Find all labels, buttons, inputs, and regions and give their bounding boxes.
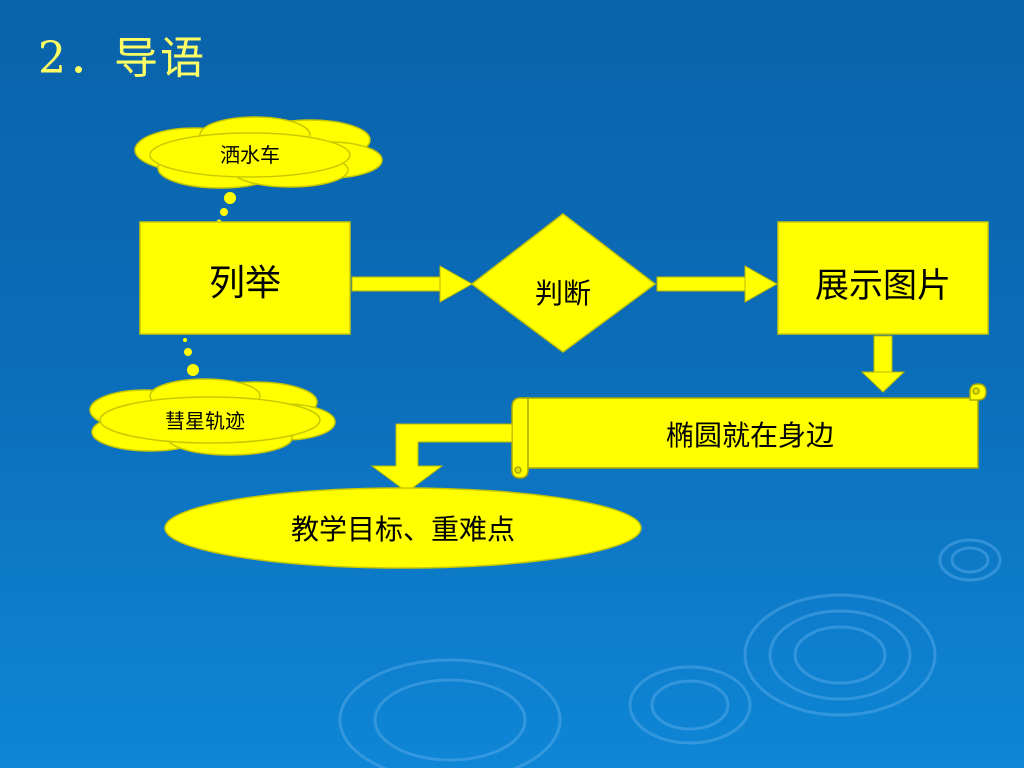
slide-title: 2．导语	[38, 33, 206, 84]
arrow-judge-to-show	[656, 265, 779, 303]
show-label: 展示图片	[815, 265, 951, 306]
ellipse-near-label: 椭圆就在身边	[665, 419, 834, 452]
arrow-list-to-judge	[351, 265, 474, 303]
judge-label: 判断	[534, 277, 591, 310]
goals-label: 教学目标、重难点	[290, 513, 515, 546]
cloud-bottom-label: 彗星轨迹	[165, 408, 245, 433]
list-box	[139, 221, 351, 335]
judge-diamond	[470, 213, 657, 353]
ripple-decoration	[338, 538, 1002, 768]
show-box	[777, 221, 989, 335]
cloud-top-shape	[134, 116, 383, 189]
cloud-bottom-shape	[89, 378, 336, 456]
goals-ellipse	[164, 487, 642, 569]
arrow-scroll-to-goals	[370, 423, 513, 493]
arrow-show-down	[860, 335, 906, 393]
cloud-top-tail	[216, 192, 236, 225]
list-label: 列举	[208, 263, 281, 304]
cloud-top-label: 洒水车	[220, 142, 280, 167]
cloud-bottom-tail	[183, 338, 199, 376]
scroll-banner	[511, 383, 987, 479]
